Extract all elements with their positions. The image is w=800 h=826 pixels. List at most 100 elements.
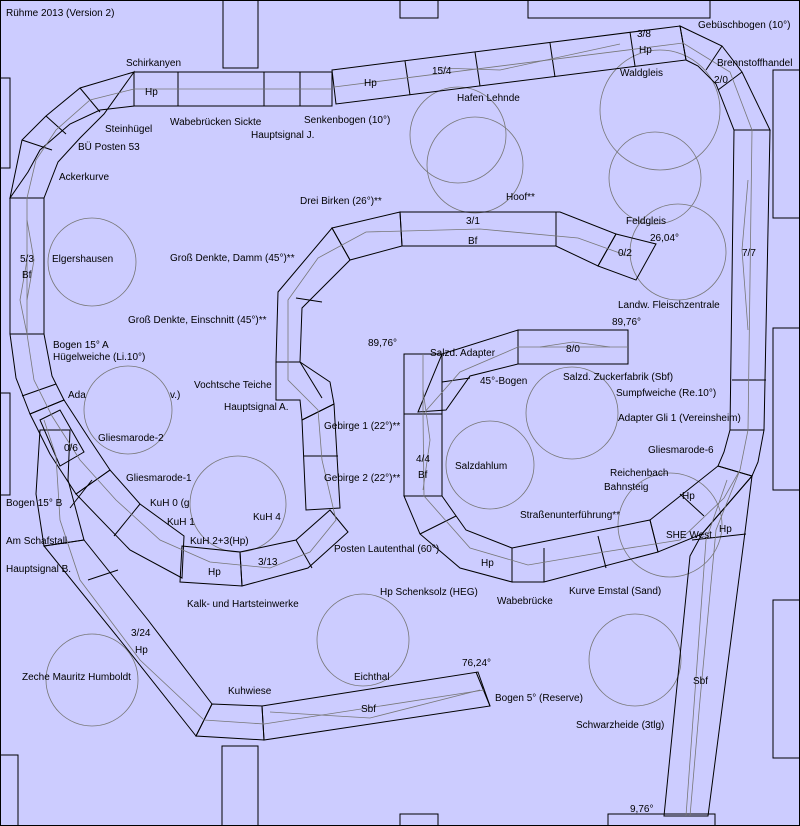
label-drei-birken: Drei Birken (26°)** [300, 196, 382, 207]
label-steinhuegel: Steinhügel [105, 124, 152, 135]
scenery-circle-hafen-1 [409, 86, 507, 184]
label-she-west: SHE West [666, 530, 712, 541]
label-huegelweiche: Hügelweiche (Li.10°) [53, 352, 145, 363]
segment-3-1: 3/1 [466, 216, 480, 227]
track-gliesmarode-kuh [75, 469, 185, 579]
label-gliesmarode1: Gliesmarode-1 [126, 473, 192, 484]
label-bogen5: Bogen 5° (Reserve) [495, 693, 583, 704]
label-adapter-gli1: Adapter Gli 1 (Vereinsheim) [618, 413, 741, 424]
label-waldgleis: Waldgleis [620, 68, 663, 79]
scenery-circle-emstal [588, 613, 682, 707]
segment-bf-3-1: Bf [468, 236, 478, 247]
label-adapter-left: Ada [68, 390, 86, 401]
scenery [45, 49, 727, 727]
segment-2-0: 2/0 [714, 75, 728, 86]
segment-hp-schirkanyen: Hp [145, 87, 158, 98]
segment-hp-3-24: Hp [135, 645, 148, 656]
segment-15-4: 15/4 [432, 66, 452, 77]
label-elgershausen: Elgershausen [52, 254, 113, 265]
label-sumpfweiche: Sumpfweiche (Re.10°) [616, 388, 716, 399]
label-hoof: Hoof** [506, 192, 535, 203]
label-salzdahlum: Salzdahlum [455, 461, 507, 472]
label-reichenbach-1: Reichenbach [610, 468, 668, 479]
scenery-circle-elgershausen [47, 217, 137, 307]
angle-89-76-right: 89,76° [612, 317, 641, 328]
track-8-0 [517, 329, 629, 365]
label-feldgleis: Feldgleis [626, 216, 666, 227]
label-bue-posten53: BÜ Posten 53 [78, 141, 140, 153]
label-kuhwiese: Kuhwiese [228, 686, 272, 697]
label-hauptsignal-j: Hauptsignal J. [251, 130, 314, 141]
angle-76-24: 76,24° [462, 658, 491, 669]
angle-9-76: 9,76° [630, 804, 653, 815]
scenery-circle-feldgleis [608, 131, 702, 225]
segment-hp-she2: Hp [719, 524, 732, 535]
label-gliesmarode6: Gliesmarode-6 [648, 445, 714, 456]
label-strassenunterfuehrung: Straßenunterführung** [520, 510, 620, 521]
segment-labels: Hp Hp 15/4 3/8 Hp 2/0 5/3 Bf 3/1 Bf 0/2 … [20, 29, 756, 715]
label-vochtsche-teiche: Vochtsche Teiche [194, 380, 272, 391]
segment-hp-kuh: Hp [208, 567, 221, 578]
track-centerlines [19, 42, 753, 817]
label-ackerkurve: Ackerkurve [59, 172, 109, 183]
segment-4-4: 4/4 [416, 454, 430, 465]
label-hp-schenksolz: Hp Schenksolz (HEG) [380, 587, 478, 598]
segment-8-0: 8/0 [566, 344, 580, 355]
segment-0-2: 0/2 [618, 248, 632, 259]
track-0-2 [597, 233, 657, 281]
angle-labels: 26,04° 89,76° 89,76° 76,24° 9,76° [368, 233, 679, 815]
label-kuh1: KuH 1 [167, 517, 195, 528]
label-gross-denkte-damm: Groß Denkte, Damm (45°)** [170, 253, 295, 264]
label-senkenbogen: Senkenbogen (10°) [304, 115, 390, 126]
track-gross-denkte [275, 227, 351, 363]
label-eichthal: Eichthal [354, 672, 390, 683]
segment-bf-4-4: Bf [418, 470, 428, 481]
label-adapter-left-tail: v.) [170, 390, 180, 401]
scenery-circle-gliesmarode [83, 365, 173, 455]
label-kurve-emstal: Kurve Emstal (Sand) [569, 586, 661, 597]
label-reichenbach-2: Bahnsteig [604, 482, 648, 493]
place-labels: Schirkanyen Steinhügel Wabebrücken Sickt… [6, 20, 792, 731]
track-3-1 [399, 211, 617, 267]
segment-0-6: 0/6 [64, 443, 78, 454]
label-am-schafstall: Am Schafstall [6, 536, 67, 547]
label-salzd-adapter: Salzd. Adapter [430, 348, 496, 359]
scenery-circle-zeche [45, 633, 139, 727]
label-wabebruecken-sickte: Wabebrücken Sickte [170, 117, 262, 128]
segment-hp-senkenbogen: Hp [364, 78, 377, 89]
segment-sbf-right: Sbf [693, 676, 708, 687]
track-drei-birken [331, 211, 403, 261]
label-brennstoffhandel: Brennstoffhandel [717, 58, 792, 69]
label-schwarzheide: Schwarzheide (3tlg) [576, 720, 664, 731]
label-gebirge1: Gebirge 1 (22°)** [324, 421, 400, 432]
label-hafen-lehnde: Hafen Lehnde [457, 93, 520, 104]
scenery-circle-salzdahlum [445, 420, 535, 510]
track-adapter-0-6 [39, 409, 85, 467]
track-wabebruecke [511, 519, 659, 583]
label-hauptsignal-a: Hauptsignal A. [224, 402, 289, 413]
label-kuh0: KuH 0 (g [150, 498, 189, 509]
label-gliesmarode2: Gliesmarode-2 [98, 433, 164, 444]
track-salzd-adapter [417, 329, 519, 413]
angle-89-76-left: 89,76° [368, 338, 397, 349]
label-45-bogen: 45°-Bogen [480, 376, 527, 387]
scenery-circle-she-west [617, 472, 723, 578]
label-kalk-hartsteinwerke: Kalk- und Hartsteinwerke [187, 599, 299, 610]
track-gebirge [301, 403, 341, 511]
plan-title: Rühme 2013 (Version 2) [6, 8, 114, 19]
segment-bf-5-3: Bf [22, 270, 32, 281]
label-kuh4: KuH 4 [253, 512, 281, 523]
segment-3-24: 3/24 [131, 628, 151, 639]
angle-26-04: 26,04° [650, 233, 679, 244]
scenery-circle-waldgleis [599, 49, 721, 171]
label-gebirge2: Gebirge 2 (22°)** [324, 473, 400, 484]
label-gebueschbogen: Gebüschbogen (10°) [698, 20, 790, 31]
segment-hp-she1: Hp [682, 491, 695, 502]
scenery-circle-schenksolz [316, 593, 410, 687]
segment-3-8: 3/8 [637, 29, 651, 40]
segment-7-7: 7/7 [742, 248, 756, 259]
track-sumpfweiche [717, 429, 765, 477]
label-salzd-zuckerfabrik: Salzd. Zuckerfabrik (Sbf) [563, 372, 673, 383]
scenery-circle-zuckerfabrik [525, 366, 619, 460]
